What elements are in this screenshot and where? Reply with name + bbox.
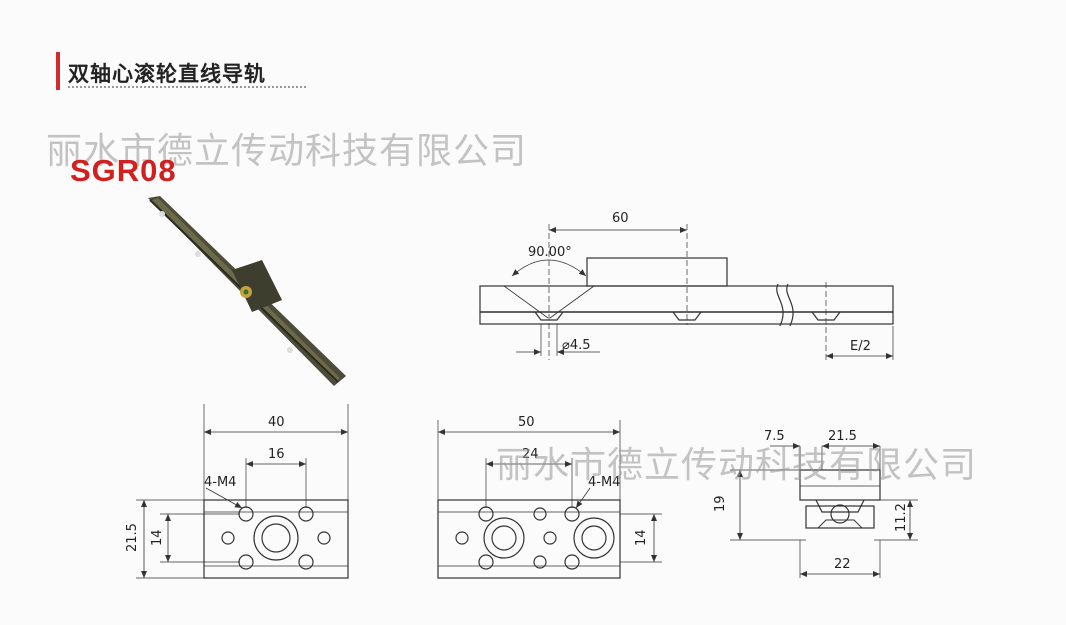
end-view (730, 443, 918, 578)
side-view (479, 224, 894, 360)
rail-side-profile (479, 285, 894, 313)
m4-hole (238, 506, 254, 522)
rail-photo (148, 196, 346, 386)
bearing-2 (573, 517, 615, 559)
top-view-40 (136, 404, 349, 579)
dim-14-b: 14 (634, 529, 649, 546)
m4-hole (478, 506, 494, 522)
dim-24: 24 (522, 447, 539, 462)
page-title: 双轴心滚轮直线导轨 (68, 62, 266, 86)
center-bearing (253, 515, 299, 561)
m4-hole (478, 554, 494, 570)
dim-hole: ⌀4.5 (562, 338, 591, 353)
dim-19: 19 (713, 495, 728, 512)
rail-base (479, 311, 894, 325)
dim-21-5: 21.5 (125, 523, 140, 552)
dim-e-half: E/2 (850, 339, 871, 354)
m4-hole (564, 554, 580, 570)
carriage-block (232, 260, 282, 312)
watermark-bottom: 丽水市德立传动科技有限公司 (496, 445, 978, 486)
carriage-side-profile (586, 257, 728, 287)
carriage-plate-50 (437, 499, 621, 579)
m4-hole (564, 506, 580, 522)
thread-label-40: 4-M4 (204, 475, 236, 490)
break-line-1 (776, 283, 784, 327)
m4-hole (238, 554, 254, 570)
dim-16: 16 (268, 447, 285, 462)
m4-hole (298, 506, 314, 522)
dim-7-5: 7.5 (764, 429, 785, 444)
title-accent-bar (56, 52, 60, 90)
dim-11-2: 11.2 (894, 503, 909, 532)
dim-60: 60 (612, 211, 629, 226)
carriage-plate-40 (203, 499, 349, 579)
carriage-end-profile (799, 469, 881, 501)
break-line-2 (786, 283, 794, 327)
dim-22: 22 (834, 557, 851, 572)
rail-end-profile (805, 505, 875, 529)
dim-angle: 90.00° (528, 245, 572, 260)
thread-label-50: 4-M4 (588, 475, 620, 490)
top-view-50 (437, 420, 662, 579)
dim-50: 50 (518, 415, 535, 430)
angle-arc (511, 259, 587, 277)
m4-hole (298, 554, 314, 570)
model-label: SGR08 (70, 153, 177, 188)
dim-40: 40 (268, 415, 285, 430)
dim-21-5-end: 21.5 (828, 429, 857, 444)
dim-14-a: 14 (150, 529, 165, 546)
bearing-1 (483, 517, 525, 559)
title-underline (68, 86, 306, 88)
watermark-top: 丽水市德立传动科技有限公司 (46, 131, 528, 172)
